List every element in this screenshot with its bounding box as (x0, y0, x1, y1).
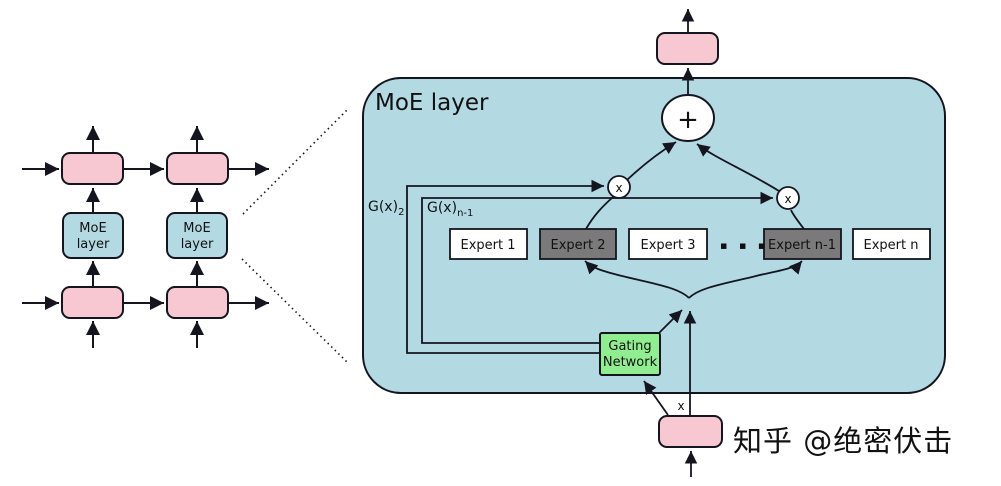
gate-wire-gn1 (421, 191, 773, 344)
operator-nodes: x x + (607, 94, 800, 210)
multiply-node-2 (607, 175, 631, 199)
rnn-cell (61, 286, 124, 319)
gating-network: Gating Network (599, 332, 661, 376)
expert-3-box (628, 228, 708, 260)
expert-n-label: Expert n (864, 238, 919, 253)
multiply-n1-to-sum (696, 143, 780, 192)
multiply-node-2-label: x (615, 181, 622, 195)
expert-1-box (449, 228, 528, 260)
moe-small-label-line1: MoE (183, 221, 210, 236)
panel-io: x (656, 9, 723, 477)
expert-1-label: Expert 1 (460, 238, 515, 253)
watermark-text: 知乎 @绝密伏击 (733, 424, 953, 458)
multiply-node-n1 (776, 186, 800, 210)
moe-small-label-line2: layer (77, 237, 110, 252)
expert-3-label: Expert 3 (640, 238, 695, 253)
expert2-to-multiply (585, 196, 614, 230)
gate-label-gn1-sub: n-1 (457, 208, 473, 219)
moe-small-label-line1: MoE (79, 221, 106, 236)
rnn-cell (166, 152, 229, 185)
panel-title: MoE layer (375, 90, 489, 116)
output-cell (656, 32, 719, 65)
branch-to-expert2 (584, 260, 690, 299)
expert-n1-label: Expert n-1 (768, 238, 836, 253)
input-to-gating-arrow (643, 380, 669, 416)
expert-n1-box (763, 228, 842, 260)
left-network: MoE layer MoE layer (22, 126, 269, 348)
input-cell (658, 415, 723, 448)
moe-layer-box-small (166, 212, 228, 259)
moe-layer-box-small (62, 212, 124, 259)
gate-label-g2-sub: 2 (398, 207, 404, 218)
sum-node (661, 94, 715, 142)
moe-small-label-line2: layer (181, 237, 214, 252)
experts-ellipsis: ▪ ▪ ▪ (720, 239, 769, 252)
branch-to-expert-n1 (688, 260, 803, 299)
gate-label-g2-main: G(x) (368, 199, 398, 215)
expert-n1-to-multiply (790, 209, 805, 230)
expert-n-box (852, 228, 931, 260)
gating-label-line2: Network (603, 355, 658, 370)
gate-label-gn1: G(x)n-1 (427, 200, 473, 219)
gate-label-g2: G(x)2 (368, 199, 404, 218)
expert-2-box (539, 228, 617, 260)
sum-node-label: + (677, 105, 699, 135)
zoom-connectors (241, 109, 348, 363)
input-routing (584, 260, 803, 416)
zoom-connector-line (241, 258, 348, 363)
multiply-node-n1-label: x (784, 192, 791, 206)
expert-output-paths (585, 141, 805, 230)
experts-row: Expert 1 Expert 2 Expert 3 Expert n-1 Ex… (449, 228, 931, 260)
gating-network-box (599, 332, 661, 376)
gating-to-junction-arrow (657, 309, 683, 335)
gate-wire-g2 (406, 179, 604, 354)
gate-label-gn1-main: G(x) (427, 200, 457, 216)
zoom-connector-line (242, 109, 348, 215)
gating-wires: G(x)2 G(x)n-1 (368, 179, 773, 354)
expert-2-label: Expert 2 (550, 238, 605, 253)
multiply2-to-sum (626, 141, 677, 181)
input-x-label: x (677, 399, 684, 413)
gating-label-line1: Gating (608, 339, 651, 354)
rnn-cell (61, 152, 124, 185)
rnn-cell (166, 286, 229, 319)
